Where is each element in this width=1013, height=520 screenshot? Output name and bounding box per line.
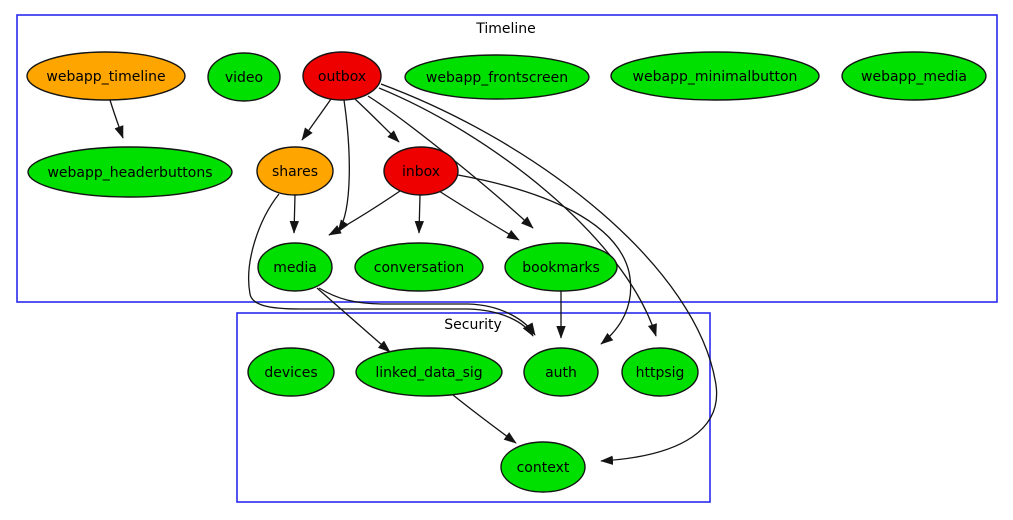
node-bookmarks: bookmarks — [504, 242, 618, 292]
node-inbox: inbox — [383, 146, 459, 196]
node-webapp_headerbuttons-shape — [27, 146, 233, 198]
node-media-label: media — [273, 260, 317, 276]
node-auth: auth — [523, 347, 599, 397]
node-webapp_minimalbutton-shape — [610, 51, 820, 101]
node-linked_data_sig: linked_data_sig — [355, 347, 503, 397]
node-context-label: context — [517, 460, 570, 476]
node-webapp_headerbuttons: webapp_headerbuttons — [27, 146, 233, 198]
node-httpsig-shape — [621, 347, 699, 397]
edge-outbox-to-media — [337, 99, 350, 233]
node-devices-shape — [247, 347, 335, 397]
node-webapp_media-shape — [841, 51, 987, 101]
node-context: context — [500, 441, 586, 493]
node-inbox-label: inbox — [402, 164, 440, 180]
edge-inbox-to-auth — [457, 174, 632, 345]
edge-outbox-to-shares — [301, 98, 332, 141]
edge-shares-to-media — [289, 194, 299, 234]
node-webapp_frontscreen-shape — [404, 54, 590, 100]
node-webapp_minimalbutton: webapp_minimalbutton — [610, 51, 820, 101]
edge-shares-to-auth — [248, 193, 534, 337]
node-webapp_media-label: webapp_media — [861, 69, 967, 85]
node-conversation-label: conversation — [374, 260, 464, 276]
node-auth-shape — [523, 347, 599, 397]
edge-media-to-linked_data_sig — [316, 287, 391, 353]
cluster-security: Security — [236, 312, 711, 503]
node-webapp_timeline-label: webapp_timeline — [46, 69, 165, 85]
node-outbox-label: outbox — [318, 69, 366, 85]
edge-inbox-to-media — [328, 188, 404, 236]
node-devices-label: devices — [264, 365, 317, 381]
node-webapp_minimalbutton-label: webapp_minimalbutton — [633, 69, 798, 85]
node-video-shape — [207, 52, 281, 102]
cluster-security-border — [236, 312, 711, 503]
node-httpsig-label: httpsig — [636, 365, 685, 381]
node-webapp_timeline-shape — [26, 51, 186, 101]
node-shares-label: shares — [272, 164, 318, 180]
cluster-timeline-label: Timeline — [475, 21, 536, 37]
node-shares: shares — [256, 146, 334, 196]
node-video: video — [207, 52, 281, 102]
node-webapp_frontscreen: webapp_frontscreen — [404, 54, 590, 100]
cluster-timeline-border — [16, 14, 998, 303]
node-video-label: video — [225, 70, 263, 86]
node-shares-shape — [256, 146, 334, 196]
node-conversation-shape — [354, 242, 484, 292]
node-linked_data_sig-shape — [355, 347, 503, 397]
node-conversation: conversation — [354, 242, 484, 292]
node-auth-label: auth — [545, 365, 577, 381]
node-media: media — [257, 242, 333, 292]
edge-outbox-to-context — [380, 83, 718, 465]
node-inbox-shape — [383, 146, 459, 196]
node-outbox-shape — [302, 51, 382, 101]
node-media-shape — [257, 242, 333, 292]
edge-outbox-to-inbox — [354, 98, 400, 143]
node-bookmarks-label: bookmarks — [522, 260, 600, 276]
node-devices: devices — [247, 347, 335, 397]
node-webapp_headerbuttons-label: webapp_headerbuttons — [47, 165, 212, 181]
node-webapp_timeline: webapp_timeline — [26, 51, 186, 101]
node-webapp_media: webapp_media — [841, 51, 987, 101]
node-httpsig: httpsig — [621, 347, 699, 397]
edge-media-to-auth — [318, 287, 536, 336]
node-context-shape — [500, 441, 586, 493]
node-outbox: outbox — [302, 51, 382, 101]
edge-linked_data_sig-to-context — [452, 394, 517, 444]
node-webapp_frontscreen-label: webapp_frontscreen — [426, 70, 568, 86]
node-linked_data_sig-label: linked_data_sig — [375, 365, 482, 381]
edge-inbox-to-bookmarks — [438, 190, 520, 241]
cluster-timeline: Timeline — [16, 14, 998, 303]
cluster-security-label: Security — [444, 317, 502, 333]
node-bookmarks-shape — [504, 242, 618, 292]
edge-outbox-to-httpsig — [378, 87, 657, 337]
edge-inbox-to-conversation — [414, 194, 424, 234]
edge-webapp_timeline-to-webapp_headerbuttons — [109, 99, 124, 139]
